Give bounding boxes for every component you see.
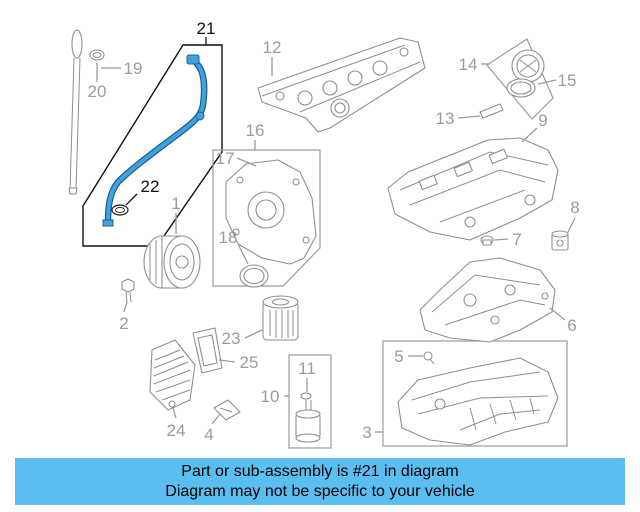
diagram-notice-banner: Part or sub-assembly is #21 in diagram D… [15, 458, 625, 505]
oil-pan-bolt-part [423, 351, 435, 365]
group-box-14-15 [486, 38, 554, 120]
callout-18: 18 [219, 228, 238, 247]
callout-6: 6 [567, 316, 576, 335]
callout-4: 4 [204, 425, 213, 444]
callout-9: 9 [538, 111, 547, 130]
leader-lines [96, 37, 576, 433]
callout-16: 16 [246, 121, 265, 140]
callout-17: 17 [216, 149, 235, 168]
callout-19: 19 [124, 59, 143, 78]
callout-20: 20 [88, 82, 107, 101]
callout-23: 23 [222, 329, 241, 348]
callout-3: 3 [362, 423, 371, 442]
callout-labels: 21 22 19 20 12 16 17 18 1 14 15 13 9 8 7… [88, 19, 580, 444]
oil-filter-part [262, 295, 299, 341]
lower-crankcase-part [419, 257, 556, 343]
callout-1: 1 [171, 194, 180, 213]
callout-12: 12 [263, 38, 282, 57]
dipstick-tube-part-highlighted [102, 54, 208, 227]
callout-25: 25 [240, 353, 259, 372]
oil-level-sensor-part [295, 392, 321, 443]
callout-5: 5 [394, 347, 403, 366]
plug-part-7 [480, 235, 494, 246]
callout-13: 13 [436, 109, 455, 128]
callout-11: 11 [298, 359, 316, 378]
callout-7: 7 [512, 230, 521, 249]
notice-line-disclaimer: Diagram may not be specific to your vehi… [165, 483, 475, 500]
group-box-16 [212, 149, 321, 287]
callout-2: 2 [119, 314, 128, 333]
filler-cap-seal-part [506, 78, 536, 98]
callout-8: 8 [570, 198, 579, 217]
cooler-gasket-part [192, 327, 223, 374]
timing-cover-part [225, 159, 317, 265]
callout-22: 22 [141, 177, 160, 196]
notice-line-part-number: Part or sub-assembly is #21 in diagram [181, 463, 459, 480]
dipstick-seal-ring-part [89, 49, 105, 61]
callout-24: 24 [167, 421, 186, 440]
callout-10: 10 [261, 387, 280, 406]
sensor-part-8 [551, 230, 569, 251]
oil-cooler-part [149, 339, 196, 411]
crankshaft-seal-part [239, 264, 269, 288]
valve-cover-part [257, 37, 426, 133]
callout-14: 14 [459, 55, 478, 74]
group-box-10-11 [288, 354, 332, 449]
pulley-bolt-part [121, 278, 135, 303]
callout-21: 21 [197, 19, 216, 38]
tube-o-ring-part [111, 204, 129, 216]
cylinder-head-cover-part [387, 137, 559, 241]
small-gasket-part [479, 103, 504, 119]
oil-dipstick-part [68, 29, 83, 195]
callout-15: 15 [558, 71, 577, 90]
crankshaft-pulley-part [143, 235, 201, 289]
oil-filler-cap-part [511, 49, 545, 83]
oil-pan-part [397, 357, 559, 446]
bracket-part-4 [213, 399, 241, 421]
parts-diagram: 21 22 19 20 12 16 17 18 1 14 15 13 9 8 7… [68, 19, 580, 449]
